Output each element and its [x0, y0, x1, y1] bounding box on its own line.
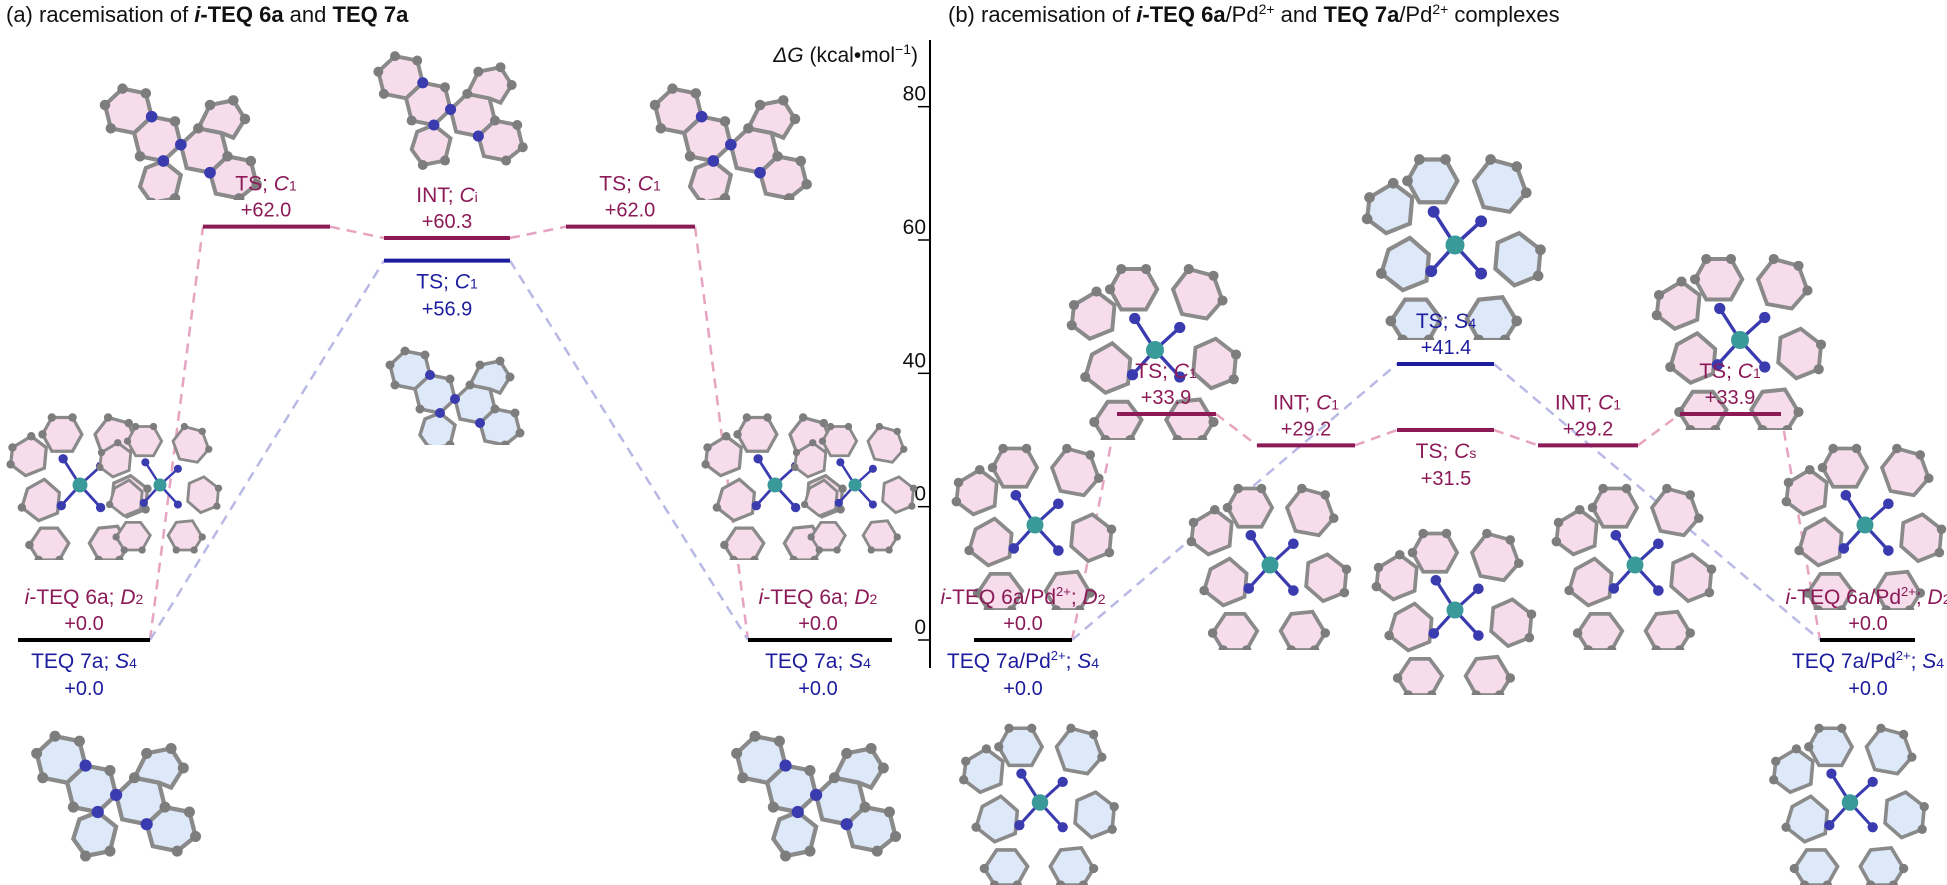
level-value-a-right-i: +0.0: [798, 613, 837, 635]
connector-a-left-i-a-ts1: [148, 226, 205, 641]
level-label-b-right-teq: TEQ 7a/Pd2+; S4: [1792, 648, 1944, 673]
level-value-a-ts-blue: +56.9: [422, 299, 473, 321]
axis-tick-label: 80: [903, 83, 926, 106]
level-value-a-left-teq: +0.0: [64, 678, 103, 700]
level-label-a-ts-blue: TS; C1: [416, 271, 478, 294]
level-label-b-ts-cs: TS; Cs: [1416, 440, 1477, 463]
level-label-b-int2: INT; C1: [1555, 391, 1621, 414]
level-label-b-left-i: i-TEQ 6a/Pd2+; D2: [940, 584, 1105, 609]
axis-tick-label: 40: [903, 349, 926, 372]
molecule-ts1-b: [1065, 261, 1244, 440]
level-label-a-right-i: i-TEQ 6a; D2: [759, 586, 878, 609]
level-value-a-ts2: +62.0: [605, 200, 656, 222]
level-value-b-int1: +29.2: [1281, 418, 1332, 440]
level-label-b-ts-s4: TS; S4: [1416, 310, 1477, 333]
level-value-b-ts-s4: +41.4: [1421, 337, 1472, 359]
molecule-int-a: [373, 51, 527, 170]
connector-b-int2-b-ts2: [1637, 412, 1681, 447]
molecule-ts-blue-a: [386, 347, 525, 454]
connector-a-ts-blue-a-right-teq: [508, 260, 750, 641]
level-value-b-ts1: +33.9: [1141, 387, 1192, 409]
molecule-left-i-a2: [95, 421, 224, 556]
molecule-right-teq-b: [1767, 721, 1931, 885]
level-label-a-ts1: TS; C1: [235, 173, 297, 196]
connector-a-left-teq-a-ts-blue: [148, 260, 386, 641]
level-label-b-left-teq: TEQ 7a/Pd2+; S4: [947, 648, 1099, 673]
level-value-b-ts2: +33.9: [1705, 387, 1756, 409]
molecule-right-teq-a: [731, 731, 901, 862]
axis-tick-label: 0: [914, 616, 926, 639]
level-label-b-right-i: i-TEQ 6a/Pd2+; D2: [1785, 584, 1947, 609]
level-label-a-right-teq: TEQ 7a; S4: [765, 650, 871, 673]
molecule-structures: [5, 51, 1947, 885]
level-value-b-right-teq: +0.0: [1848, 678, 1887, 700]
level-label-a-ts2: TS; C1: [599, 173, 661, 196]
level-label-a-int: INT; Ci: [416, 184, 477, 207]
axis-tick-label: 60: [903, 216, 926, 239]
level-value-a-ts1: +62.0: [241, 200, 292, 222]
panel-b-title: (b) racemisation of i-TEQ 6a/Pd2+ and TE…: [948, 1, 1560, 27]
connector-a-ts2-a-right-i: [693, 226, 750, 641]
panel-a-title: (a) racemisation of i-TEQ 6a and TEQ 7a: [6, 2, 409, 27]
connector-b-int1-b-ts-cs: [1354, 428, 1398, 447]
level-label-a-left-i: i-TEQ 6a; D2: [25, 586, 144, 609]
level-value-b-int2: +29.2: [1563, 418, 1614, 440]
level-label-a-left-teq: TEQ 7a; S4: [31, 650, 137, 673]
molecule-ts2-a: [650, 83, 812, 208]
level-value-b-right-i: +0.0: [1848, 613, 1887, 635]
molecule-left-teq-b: [957, 721, 1121, 885]
level-value-a-right-teq: +0.0: [798, 678, 837, 700]
axis-title: ΔG (kcal•mol−1): [772, 41, 918, 67]
energy-axis: 020406080 ΔG (kcal•mol−1): [772, 40, 931, 668]
molecule-right-i-a2: [790, 421, 919, 556]
level-value-b-left-i: +0.0: [1003, 613, 1042, 635]
level-label-b-int1: INT; C1: [1273, 391, 1339, 414]
connector-b-ts-cs-b-int2: [1493, 428, 1539, 447]
level-value-a-int: +60.3: [422, 211, 473, 233]
level-value-b-ts-cs: +31.5: [1421, 468, 1472, 490]
molecule-left-teq-a: [31, 731, 201, 862]
level-label-b-ts1: TS; C1: [1135, 360, 1197, 383]
molecule-ts-cs-b: [1370, 526, 1539, 695]
level-label-b-ts2: TS; C1: [1699, 360, 1761, 383]
connector-a-int-a-ts2: [509, 225, 567, 240]
connector-a-ts1-a-int: [329, 225, 385, 240]
level-value-b-left-teq: +0.0: [1003, 678, 1042, 700]
connector-b-ts1-b-int1: [1215, 413, 1258, 447]
molecule-int2-b: [1550, 481, 1719, 650]
level-value-a-left-i: +0.0: [64, 613, 103, 635]
molecule-int1-b: [1185, 481, 1354, 650]
